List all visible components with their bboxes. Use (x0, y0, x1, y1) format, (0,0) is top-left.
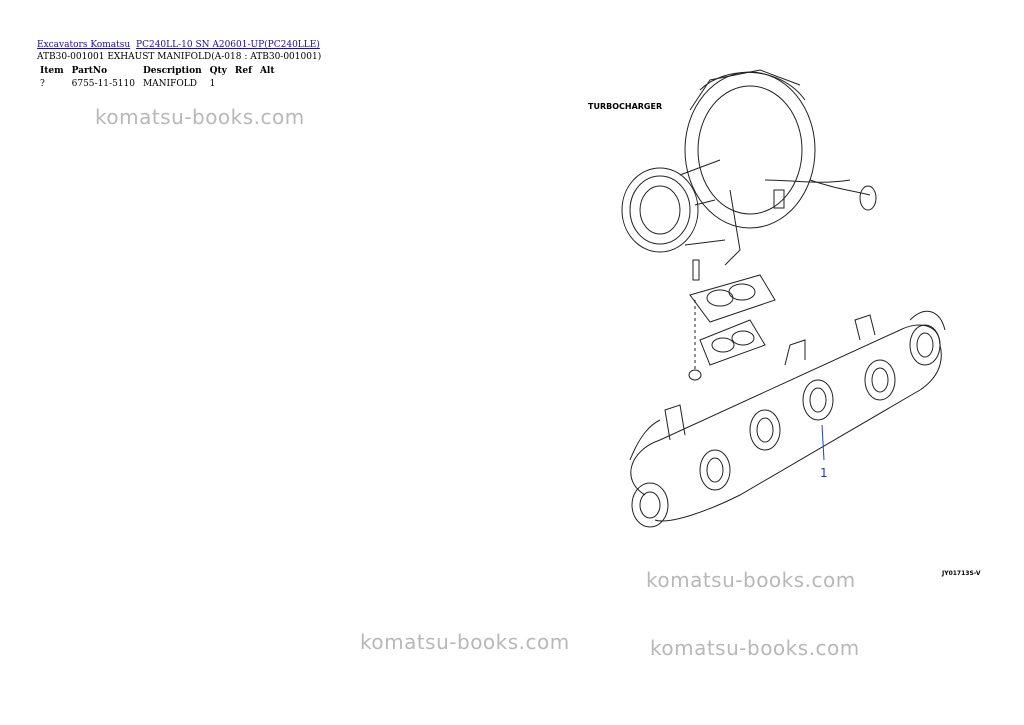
callout-leader-line (821, 424, 825, 461)
gasket-drawing (688, 274, 776, 381)
cell-description: MANIFOLD (142, 79, 197, 89)
col-item: Item (40, 66, 64, 76)
parts-table: Item PartNo Description Qty Ref Alt ? 67… (36, 65, 279, 91)
watermark-2: komatsu-books.com (646, 568, 856, 592)
col-qty: Qty (209, 66, 227, 76)
page-subtitle: ATB30-001001 EXHAUST MANIFOLD(A-018 : AT… (37, 52, 322, 62)
cell-qty: 1 (209, 79, 216, 89)
col-partno: PartNo (71, 66, 108, 76)
col-alt: Alt (259, 66, 275, 76)
cell-item: ? (40, 79, 45, 89)
exhaust-manifold-diagram: TURBOCHARGER (588, 69, 981, 577)
breadcrumb: Excavators Komatsu PC240LL-10 SN A20601-… (37, 40, 323, 50)
cell-ref (231, 77, 256, 91)
col-description: Description (142, 66, 202, 76)
cell-alt (256, 77, 279, 91)
col-ref: Ref (234, 66, 252, 76)
turbocharger-label: TURBOCHARGER (588, 102, 662, 111)
breadcrumb-link-category[interactable]: Excavators Komatsu (37, 40, 131, 50)
table-row: ? 6755-11-5110 MANIFOLD 1 (36, 77, 279, 91)
turbocharger-drawing (621, 69, 877, 281)
watermark-3: komatsu-books.com (360, 630, 570, 654)
cell-partno: 6755-11-5110 (71, 79, 135, 89)
drawing-code: JY01713S-V (941, 570, 981, 577)
breadcrumb-link-model[interactable]: PC240LL-10 SN A20601-UP(PC240LLE) (136, 40, 320, 50)
manifold-drawing (629, 310, 946, 528)
table-header-row: Item PartNo Description Qty Ref Alt (36, 65, 279, 77)
callout-number[interactable]: 1 (820, 466, 828, 480)
watermark-1: komatsu-books.com (95, 105, 305, 129)
watermark-4: komatsu-books.com (650, 636, 860, 660)
